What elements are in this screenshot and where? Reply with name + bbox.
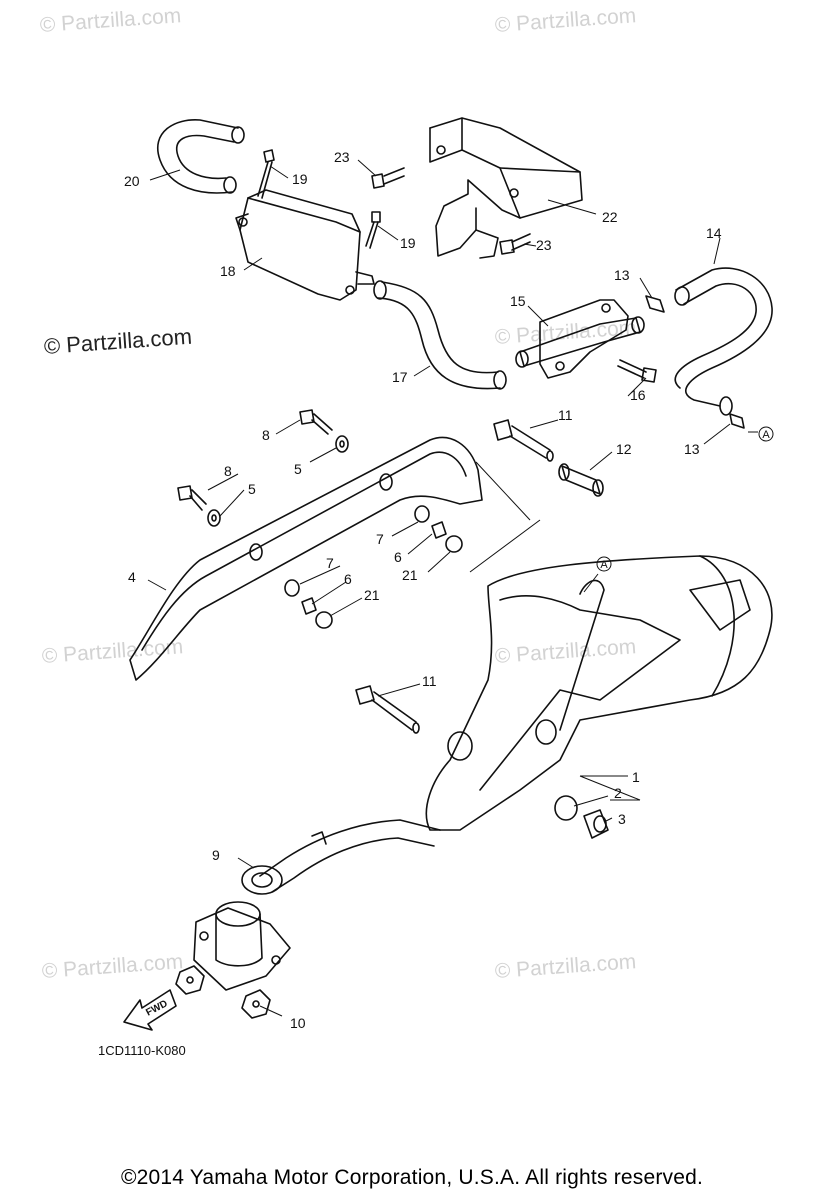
callout-12: 12 xyxy=(616,441,632,457)
callout-7a: 7 xyxy=(376,531,384,547)
callout-23b: 23 xyxy=(536,237,552,253)
callout-20: 20 xyxy=(124,173,140,189)
callout-7b: 7 xyxy=(326,555,334,571)
callout-11-lower: 11 xyxy=(422,673,437,689)
callout-5b: 5 xyxy=(248,481,256,497)
part-17-hose xyxy=(373,280,507,390)
reference-marker-upper-label: A xyxy=(762,429,770,441)
part-2-damper xyxy=(554,795,578,821)
callout-13-upper: 13 xyxy=(614,267,630,283)
callout-18: 18 xyxy=(220,263,236,279)
callout-8b: 8 xyxy=(224,463,232,479)
callout-19b: 19 xyxy=(400,235,416,251)
callout-8a: 8 xyxy=(262,427,270,443)
part-18-housing xyxy=(235,189,375,301)
leader-lines xyxy=(147,159,758,1017)
part-14-hose xyxy=(674,267,773,416)
part-5-washers xyxy=(207,435,349,527)
part-7-collars xyxy=(284,505,430,597)
callout-labels: 1 2 3 4 5 5 6 6 7 7 8 8 9 10 11 11 12 13… xyxy=(124,149,722,1031)
fwd-label: FWD xyxy=(144,998,169,1018)
callout-4: 4 xyxy=(128,569,136,585)
callout-21a: 21 xyxy=(402,567,418,583)
exhaust-flange xyxy=(193,901,291,991)
callout-17: 17 xyxy=(392,369,408,385)
part-12-collar xyxy=(558,463,604,497)
callout-6a: 6 xyxy=(394,549,402,565)
reference-marker-lower-label: A xyxy=(600,559,608,571)
part-11-bolt-upper xyxy=(493,419,554,462)
callout-16: 16 xyxy=(630,387,646,403)
callout-19a: 19 xyxy=(292,171,308,187)
callout-5a: 5 xyxy=(294,461,302,477)
fwd-arrow-icon xyxy=(123,989,177,1031)
part-22-bracket xyxy=(429,117,583,259)
part-11-bolt-lower xyxy=(355,685,420,734)
callout-13-lower: 13 xyxy=(684,441,700,457)
diagram-code: 1CD1110-K080 xyxy=(98,1043,186,1058)
part-20-hose xyxy=(157,119,245,194)
reference-marker-upper: A xyxy=(758,426,774,442)
callout-3: 3 xyxy=(618,811,626,827)
part-19-screws xyxy=(257,149,381,249)
part-13-clamps xyxy=(645,295,745,429)
part-10-nuts xyxy=(175,965,271,1019)
callout-22: 22 xyxy=(602,209,618,225)
part-3-collar xyxy=(583,809,609,839)
part-23-bolts xyxy=(371,167,531,255)
part-15-valve xyxy=(515,299,645,379)
callout-11-upper: 11 xyxy=(558,407,573,423)
callout-1: 1 xyxy=(632,769,640,785)
callout-10: 10 xyxy=(290,1015,306,1031)
callout-9: 9 xyxy=(212,847,220,863)
callout-2: 2 xyxy=(614,785,622,801)
callout-14: 14 xyxy=(706,225,722,241)
callout-6b: 6 xyxy=(344,571,352,587)
callout-23a: 23 xyxy=(334,149,350,165)
callout-21b: 21 xyxy=(364,587,380,603)
part-1-muffler xyxy=(259,555,773,893)
part-4-heat-shield xyxy=(129,436,483,681)
part-16-bolt xyxy=(617,359,657,383)
copyright-footer: ©2014 Yamaha Motor Corporation, U.S.A. A… xyxy=(120,1166,704,1189)
part-6-sleeves xyxy=(301,521,447,615)
part-8-bolts xyxy=(177,409,333,511)
part-9-gasket xyxy=(241,865,283,895)
part-21-grommets xyxy=(315,535,463,629)
callout-15: 15 xyxy=(510,293,526,309)
reference-marker-lower: A xyxy=(596,556,612,572)
